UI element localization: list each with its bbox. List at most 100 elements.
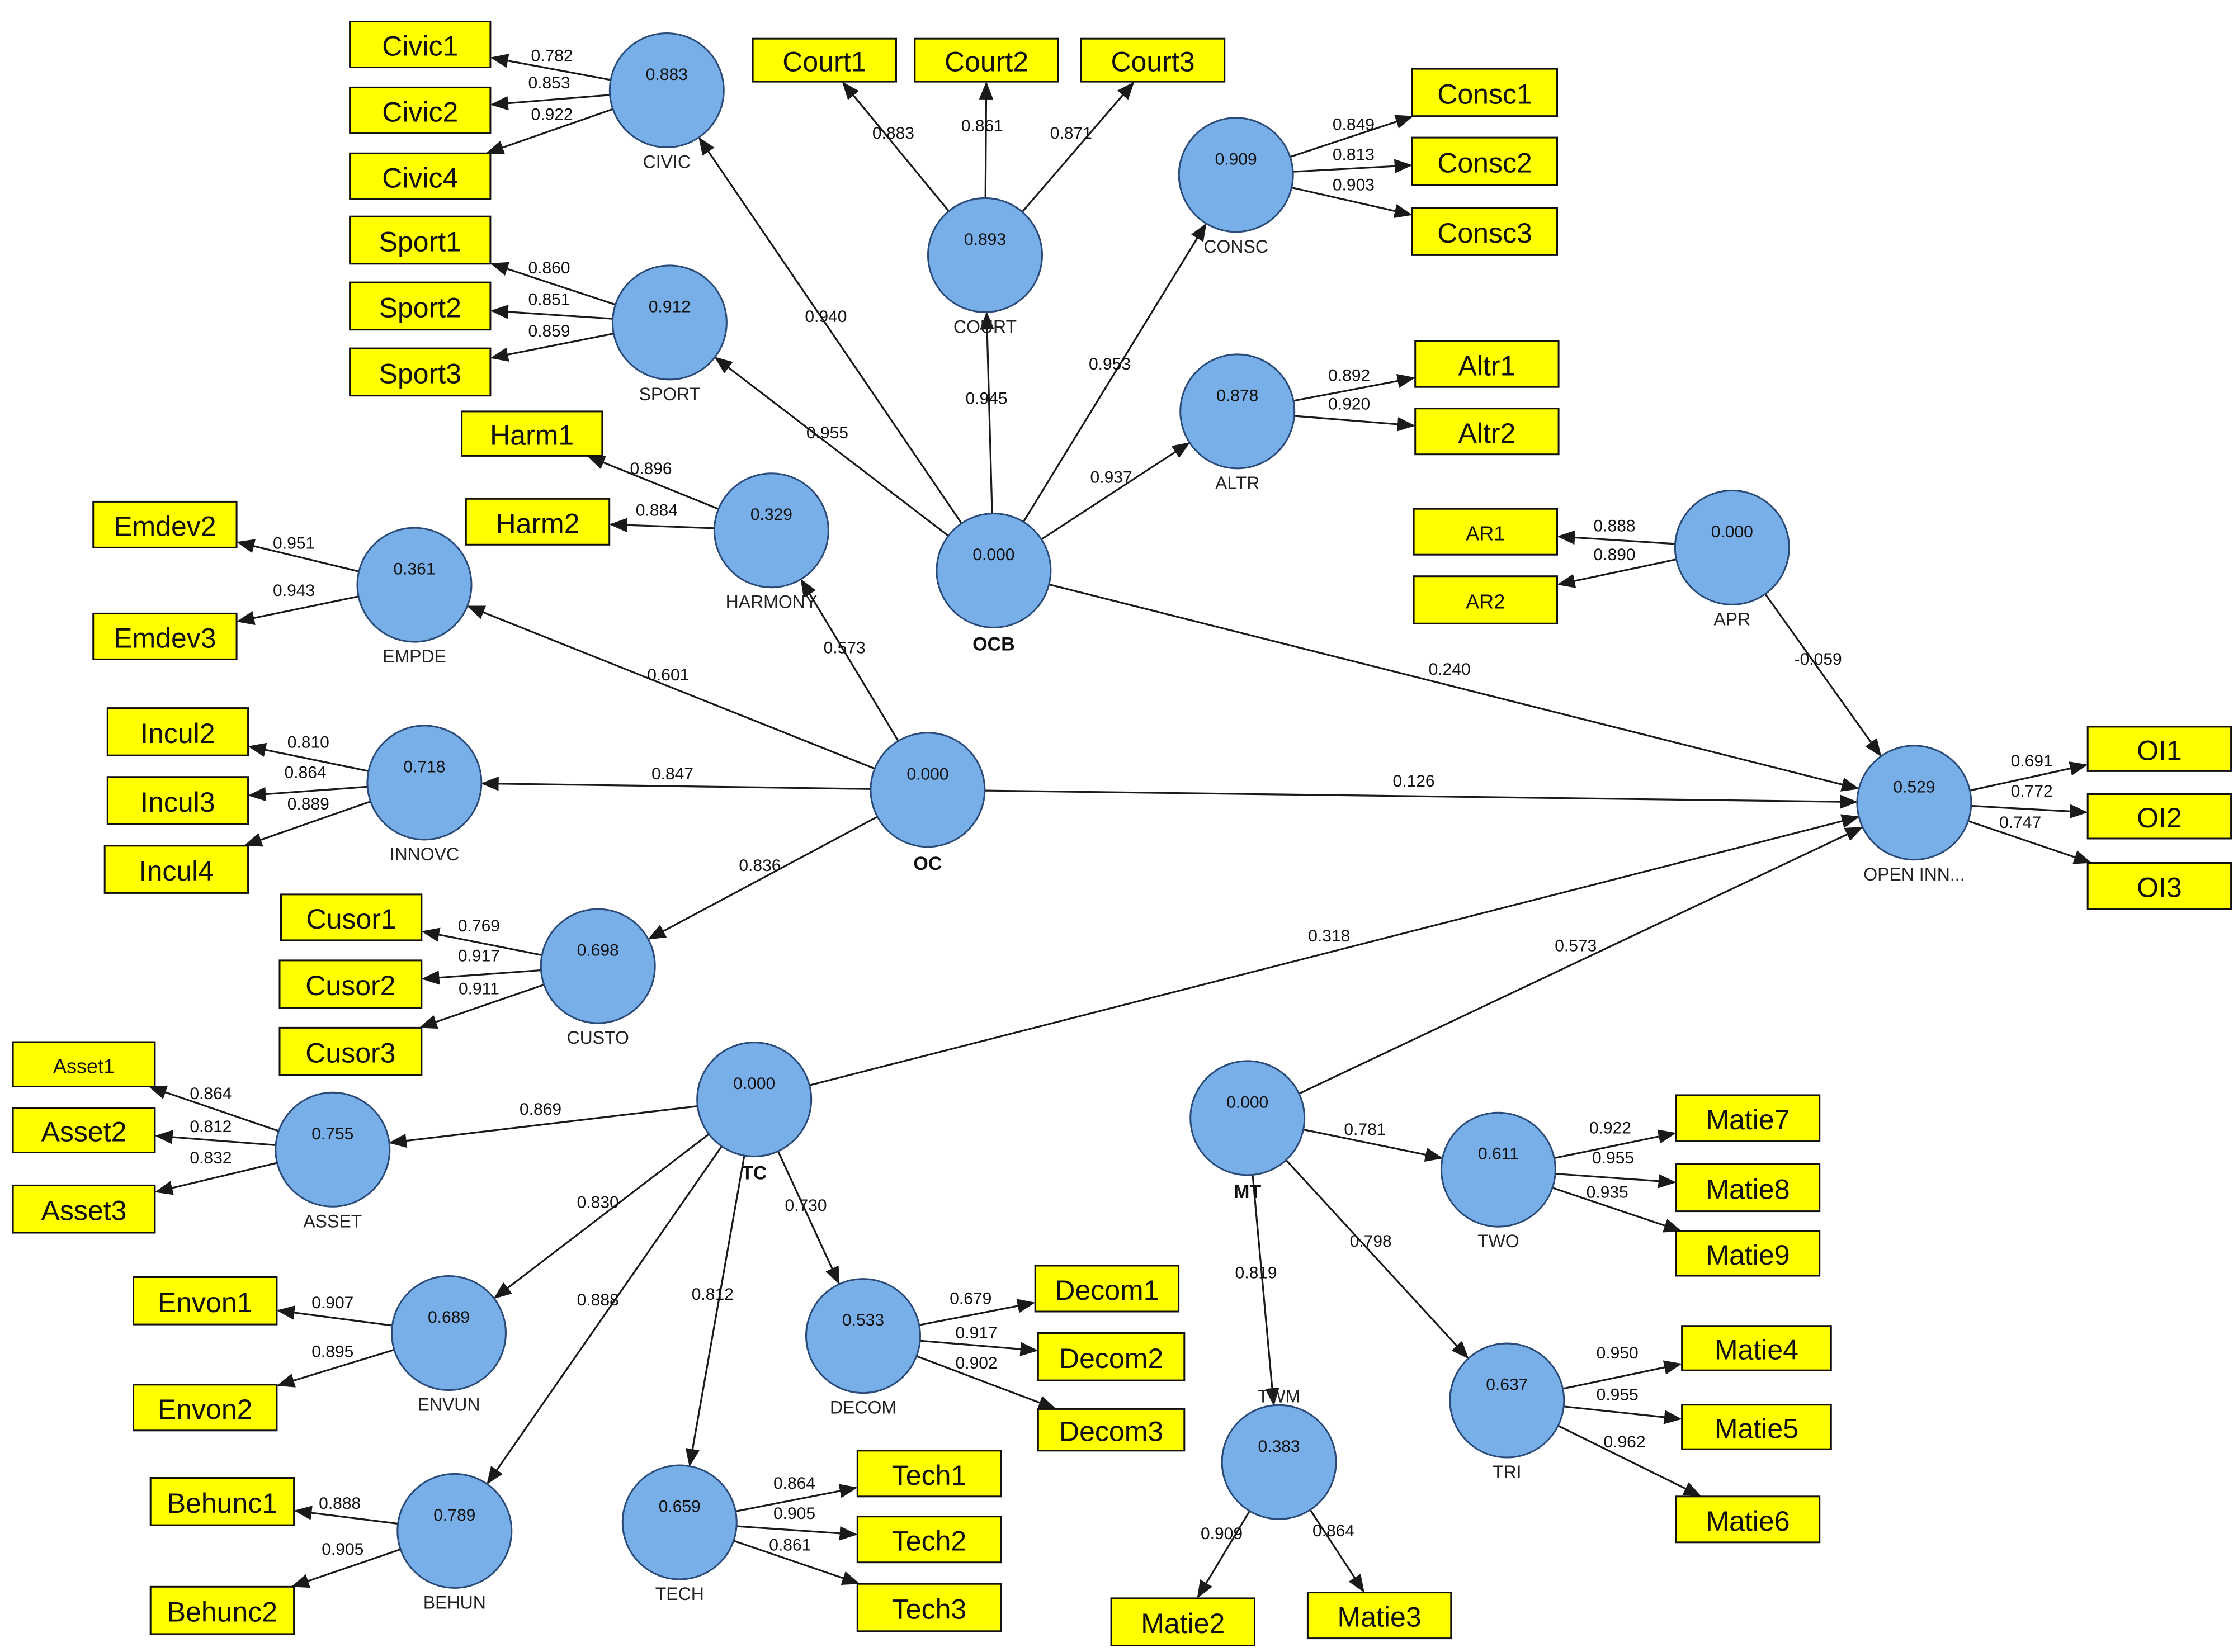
path-edge-tc-envun [493,1133,710,1299]
path-coefficient-oc-innovc: 0.847 [651,765,693,783]
indicator-label: Matie6 [1706,1506,1790,1537]
path-coefficient-ocb-consc: 0.953 [1089,355,1131,373]
indicator-label: Court3 [1111,46,1194,78]
loading-edge-envon1 [276,1305,393,1327]
indicator-label: Behunc2 [167,1597,277,1628]
construct-circle [366,725,483,841]
indicator-harm2: Harm2 [465,498,611,546]
construct-label: OCB [972,634,1015,655]
indicator-label: Tech3 [892,1594,966,1625]
indicator-asset1: Asset1 [12,1041,156,1087]
loading-edge-matie4 [1562,1360,1682,1390]
indicator-box [1675,1230,1821,1277]
indicator-box [914,37,1059,83]
construct-r2-value: 0.698 [577,941,619,960]
path-edge-ocb-sport [714,357,949,537]
path-coefficient-mt-twm: 0.819 [1235,1263,1277,1282]
loading-value-sport2: 0.851 [528,290,570,309]
loading-value-civic2: 0.853 [528,74,570,92]
loading-edge-oi2 [1971,804,2088,819]
indicator-label: Harm2 [495,508,579,539]
construct-r2-value: 0.789 [433,1506,475,1525]
construct-circle [1189,1060,1306,1176]
loading-value-envon1: 0.907 [311,1294,353,1312]
indicator-label: Envon2 [158,1394,253,1425]
indicator-box [349,86,492,134]
construct-r2-value: 0.361 [393,560,435,579]
path-edge-ocb-civic [698,136,962,524]
indicator-box [1675,1094,1821,1142]
indicator-envon1: Envon1 [133,1276,278,1326]
path-edge-tc-asset [388,1105,698,1148]
construct-r2-value: 0.893 [964,230,1006,249]
construct-label: TRI [1493,1462,1522,1482]
construct-r2-value: 0.659 [659,1498,701,1516]
path-coefficient-tc-behun: 0.888 [577,1291,619,1309]
loading-value-incul4: 0.889 [287,795,329,813]
loading-edge-sport2 [490,305,613,320]
loading-edge-matie5 [1564,1405,1682,1424]
loading-edge-cusor2 [421,969,541,985]
path-coefficient-ocb-openinn: 0.240 [1429,660,1471,679]
loading-value-matie3: 0.864 [1312,1522,1354,1540]
loading-value-court2: 0.861 [961,117,1003,135]
construct-circle [391,1275,507,1391]
loading-edge-civic2 [490,94,610,111]
indicator-court1: Court1 [752,37,897,83]
path-edge-oc-innovc [480,777,871,791]
indicator-box [149,1477,295,1526]
indicator-label: Consc2 [1437,148,1532,179]
construct-circle [1179,353,1296,470]
indicator-label: Incul2 [140,718,215,749]
loading-value-behunc1: 0.888 [319,1494,361,1513]
indicator-emdev2: Emdev2 [92,500,238,548]
indicator-decom3: Decom3 [1037,1408,1186,1452]
construct-r2-value: 0.000 [1711,523,1753,541]
indicator-label: Tech2 [892,1526,966,1557]
construct-circle [1449,1342,1565,1459]
path-coefficient-tc-envun: 0.830 [577,1194,619,1212]
indicator-box [349,21,492,68]
construct-label: INNOVC [390,844,459,864]
loading-edge-incul4 [244,801,371,847]
construct-label: APR [1713,609,1750,629]
indicator-box [461,410,603,457]
path-edge-oc-harmony [800,579,899,742]
indicator-tech2: Tech2 [856,1516,1002,1564]
indicator-box [856,1450,1002,1498]
construct-label: MT [1234,1181,1261,1203]
loading-value-altr1: 0.892 [1328,366,1370,385]
indicator-altr2: Altr2 [1414,408,1560,456]
construct-label: CIVIC [643,152,691,172]
loading-value-court3: 0.871 [1050,124,1092,143]
loading-value-decom2: 0.917 [956,1324,998,1342]
path-coefficient-tc-openinn: 0.318 [1308,927,1350,945]
indicator-label: Harm1 [490,420,574,451]
path-coefficient-tc-tech: 0.812 [692,1285,734,1304]
indicator-label: Tech1 [892,1460,966,1491]
indicator-civic4: Civic4 [349,152,492,200]
path-edge-tc-tech [685,1155,745,1467]
indicator-box [1080,37,1226,83]
construct-r2-value: 0.000 [733,1074,775,1093]
loading-value-court1: 0.883 [872,124,914,143]
indicator-box [106,776,249,825]
construct-circle [936,513,1052,628]
indicator-box [92,500,238,548]
construct-label: OPEN INN... [1863,864,1965,884]
indicator-box [1037,1408,1186,1452]
indicator-label: Court2 [945,46,1028,78]
construct-label: TC [742,1163,767,1184]
indicator-label: Cusor3 [305,1038,395,1069]
loading-edge-incul3 [248,785,368,802]
indicator-label: Matie7 [1706,1104,1790,1135]
loading-edge-matie6 [1557,1424,1702,1497]
